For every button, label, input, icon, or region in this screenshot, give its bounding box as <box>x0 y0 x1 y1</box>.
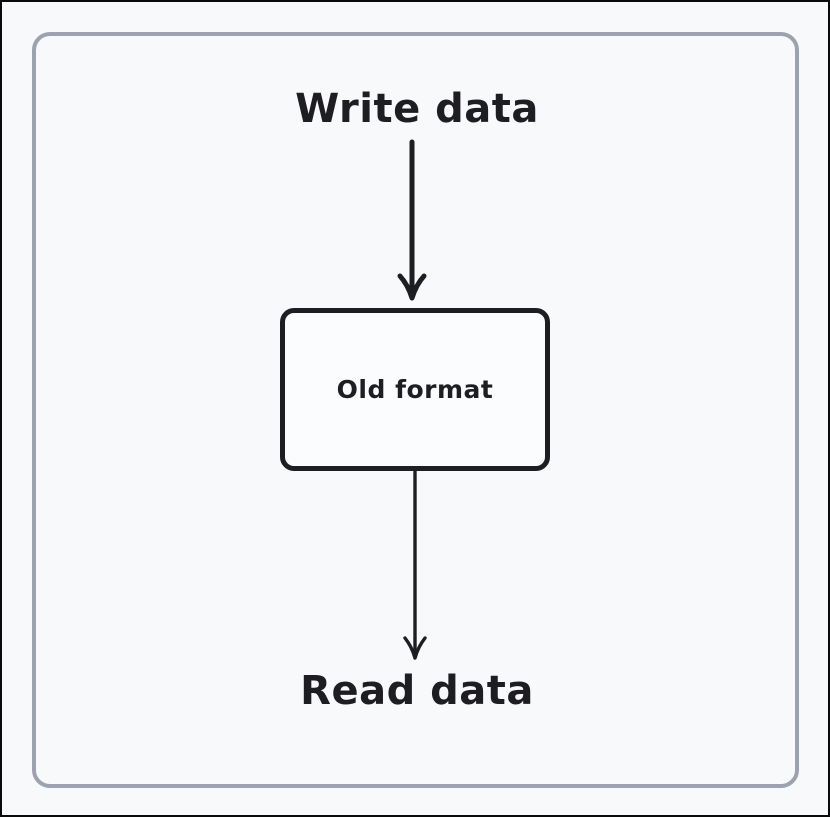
arrow-down-icon <box>397 139 427 301</box>
node-old-format: Old format <box>280 308 550 471</box>
read-data-label: Read data <box>300 668 534 714</box>
write-data-label: Write data <box>295 86 539 132</box>
node-label: Old format <box>336 375 494 404</box>
diagram-frame <box>32 32 799 788</box>
arrow-down-icon <box>403 466 427 660</box>
